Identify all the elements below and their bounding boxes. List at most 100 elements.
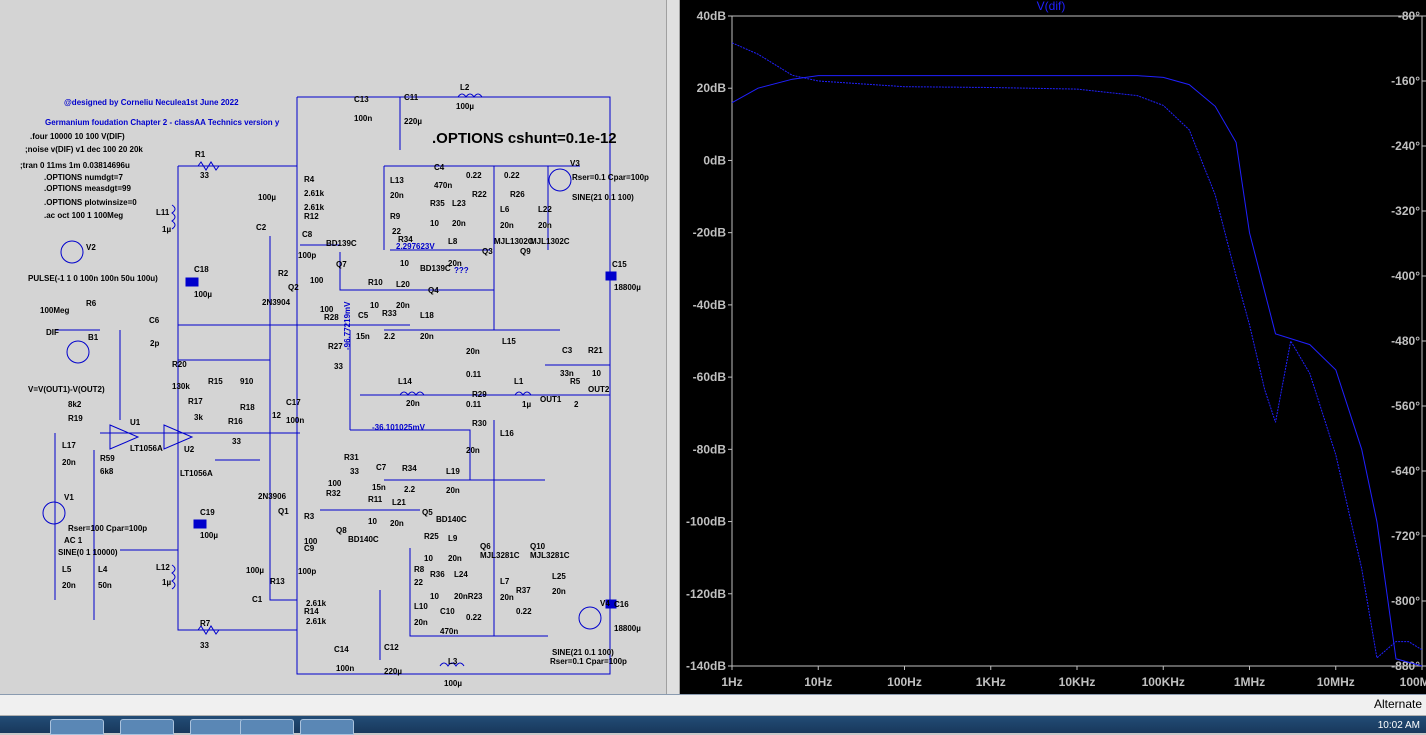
y-right-tick-label: -880° xyxy=(1391,659,1420,673)
schematic-canvas[interactable]: @designed by Corneliu Neculea1st June 20… xyxy=(0,0,666,694)
component-label: R26 xyxy=(510,190,525,199)
bode-plot[interactable]: V(dif) 40dB20dB0dB-20dB-40dB-60dB-80dB-1… xyxy=(680,0,1426,694)
component-label: 1µ xyxy=(522,400,531,409)
component-label: R8 xyxy=(414,565,425,574)
taskbar-app-button[interactable] xyxy=(300,719,354,735)
v3-value-rser: Rser=0.1 Cpar=100p xyxy=(572,173,649,182)
component-label: 100µ xyxy=(246,566,264,575)
component-label: R13 xyxy=(270,577,285,586)
component-label: 2.61k xyxy=(304,189,325,198)
component-label: R36 xyxy=(430,570,445,579)
component-label: 100 xyxy=(310,276,324,285)
component-label: R12 xyxy=(304,212,319,221)
component-label: C16 xyxy=(614,600,629,609)
plot-traces xyxy=(731,42,1423,667)
y-right-tick-label: -800° xyxy=(1391,594,1420,608)
component-label: BD139C xyxy=(326,239,357,248)
taskbar-app-button[interactable] xyxy=(50,719,104,735)
component-label: L6 xyxy=(500,205,510,214)
component-label: 10 xyxy=(370,301,379,310)
component-label: 6k8 xyxy=(100,467,114,476)
component-label: 100µ xyxy=(194,290,212,299)
y-right-tick-label: -320° xyxy=(1391,204,1420,218)
component-label: R18 xyxy=(240,403,255,412)
component-label: R25 xyxy=(424,532,439,541)
component-label: Q10 xyxy=(530,542,546,551)
component-label: Q7 xyxy=(336,260,347,269)
component-label: C18 xyxy=(194,265,209,274)
x-tick-label: 100Hz xyxy=(887,675,922,689)
directive-tran: ;tran 0 11ms 1m 0.03814696u xyxy=(20,161,130,170)
x-tick-label: 10Hz xyxy=(804,675,832,689)
component-label: C15 xyxy=(612,260,627,269)
component-label: LT1056A xyxy=(180,469,213,478)
component-label: R7 xyxy=(200,619,211,628)
component-label: C11 xyxy=(404,93,419,102)
component-label: R21 xyxy=(588,346,603,355)
pane-splitter[interactable] xyxy=(666,0,680,694)
component-label: 2N3904 xyxy=(262,298,291,307)
component-label: 10 xyxy=(368,517,377,526)
component-label: R19 xyxy=(68,414,83,423)
component-label: L10 xyxy=(414,602,428,611)
component-label: L4 xyxy=(98,565,108,574)
y-right-tick-label: -640° xyxy=(1391,464,1420,478)
options-cshunt: .OPTIONS cshunt=0.1e-12 xyxy=(432,130,617,147)
component-label: 20n xyxy=(500,221,514,230)
component-label: 1µ xyxy=(162,578,171,587)
phase-trace xyxy=(731,42,1423,659)
component-label: 2 xyxy=(574,400,579,409)
component-label: R4 xyxy=(304,175,315,184)
component-label: Q8 xyxy=(336,526,347,535)
component-label: LT1056A xyxy=(130,444,163,453)
component-label: 15n xyxy=(356,332,370,341)
taskbar-app-button[interactable] xyxy=(240,719,294,735)
component-label: C9 xyxy=(304,544,315,553)
component-label: 2.2 xyxy=(404,485,416,494)
component-label: C14 xyxy=(334,645,349,654)
component-label: R10 xyxy=(368,278,383,287)
component-label: 910 xyxy=(240,377,254,386)
component-label: R20 xyxy=(172,360,187,369)
component-label: L23 xyxy=(452,199,466,208)
windows-taskbar: Alternate 10:02 AM xyxy=(0,694,1426,735)
component-label: R35 xyxy=(430,199,445,208)
component-label: R2 xyxy=(278,269,289,278)
component-label: V3 xyxy=(570,159,580,168)
v2-value: PULSE(-1 1 0 100n 100n 50u 100u) xyxy=(28,274,158,283)
y-left-tick-label: 20dB xyxy=(697,81,727,95)
component-label: R5 xyxy=(570,377,581,386)
component-label: 2.61k xyxy=(306,599,327,608)
component-label: R28 xyxy=(324,313,339,322)
y-left-tick-label: -40dB xyxy=(693,298,727,312)
voltage-label-1: 2.297623V xyxy=(396,242,435,251)
directive-noise: ;noise v(DIF) v1 dec 100 20 20k xyxy=(25,145,143,154)
plot-title[interactable]: V(dif) xyxy=(1037,0,1066,13)
component-label: 0.22 xyxy=(466,613,482,622)
component-label: C2 xyxy=(256,223,267,232)
schematic-panel[interactable]: @designed by Corneliu Neculea1st June 20… xyxy=(0,0,666,694)
component-label: B1 xyxy=(88,333,99,342)
directive-measdgt: .OPTIONS measdgt=99 xyxy=(44,184,131,193)
component-label: L13 xyxy=(390,176,404,185)
taskbar-app-button[interactable] xyxy=(120,719,174,735)
component-label: 20n xyxy=(448,554,462,563)
component-label: R1 xyxy=(195,150,206,159)
component-label: 2.61k xyxy=(306,617,327,626)
component-label: 100µ xyxy=(258,193,276,202)
taskbar-clock[interactable]: 10:02 AM xyxy=(1377,720,1420,731)
component-label: Q2 xyxy=(288,283,299,292)
y-right-tick-label: -80° xyxy=(1398,9,1420,23)
component-label: 0.11 xyxy=(466,370,482,379)
component-label: BD140C xyxy=(348,535,379,544)
component-label: C3 xyxy=(562,346,573,355)
component-label: R27 xyxy=(328,342,343,351)
component-label: 470n xyxy=(434,181,452,190)
taskbar-app-button[interactable] xyxy=(190,719,244,735)
component-label: R29 xyxy=(472,390,487,399)
directive-numdgt: .OPTIONS numdgt=7 xyxy=(44,173,123,182)
component-label: 8k2 xyxy=(68,400,82,409)
component-label: C7 xyxy=(376,463,387,472)
